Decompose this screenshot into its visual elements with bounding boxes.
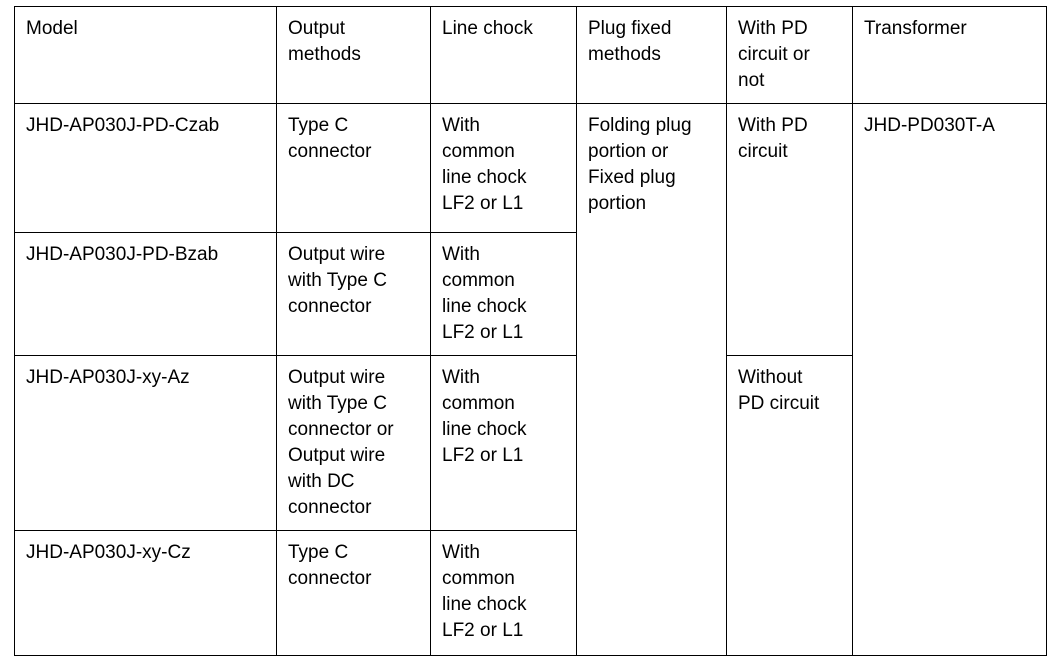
cell-output-methods-value: Output wire with Type C connector or Out… [288,367,394,518]
cell-output-methods: Type C connector [276,103,431,233]
cell-pd-circuit: Without PD circuit [726,355,853,656]
table-header: Model Output methods Line chock Plug fix… [14,6,1047,104]
cell-line-chock: With common line chock LF2 or L1 [430,103,577,233]
cell-line-chock-value: With common line chock LF2 or L1 [442,367,527,466]
cell-output-methods-value: Type C connector [288,115,372,162]
cell-pd-circuit-value: With PD circuit [738,115,808,162]
cell-line-chock-value: With common line chock LF2 or L1 [442,244,527,343]
product-specification-table: Model Output methods Line chock Plug fix… [14,6,1047,656]
table-row: JHD-AP030J-xy-Cz Type C connector With c… [14,530,1047,656]
cell-plug-fixed-methods-value: Folding plug portion or Fixed plug porti… [588,115,692,214]
cell-model-value: JHD-AP030J-PD-Czab [26,115,220,136]
cell-output-methods: Output wire with Type C connector or Out… [276,355,431,531]
cell-output-methods: Type C connector [276,530,431,656]
cell-plug-fixed-methods: Folding plug portion or Fixed plug porti… [576,103,727,656]
cell-output-methods: Output wire with Type C connector [276,232,431,356]
column-header-model: Model [14,6,277,104]
cell-line-chock: With common line chock LF2 or L1 [430,530,577,656]
table-header-row: Model Output methods Line chock Plug fix… [14,6,1047,104]
cell-model: JHD-AP030J-xy-Cz [14,530,277,656]
column-header-transformer-label: Transformer [864,18,967,39]
cell-model: JHD-AP030J-PD-Czab [14,103,277,233]
cell-line-chock: With common line chock LF2 or L1 [430,232,577,356]
cell-line-chock: With common line chock LF2 or L1 [430,355,577,531]
cell-output-methods-value: Output wire with Type C connector [288,244,387,317]
table-row: JHD-AP030J-xy-Az Output wire with Type C… [14,355,1047,656]
table-row: JHD-AP030J-PD-Bzab Output wire with Type… [14,232,1047,356]
cell-pd-circuit-value: Without PD circuit [738,367,820,414]
cell-model: JHD-AP030J-PD-Bzab [14,232,277,356]
cell-pd-circuit: With PD circuit [726,103,853,356]
column-header-output-methods-label: Output methods [288,18,361,65]
cell-model-value: JHD-AP030J-xy-Cz [26,542,191,563]
table-body: JHD-AP030J-PD-Czab Type C connector With… [14,103,1047,656]
cell-model-value: JHD-AP030J-PD-Bzab [26,244,219,265]
column-header-line-chock: Line chock [430,6,577,104]
column-header-line-chock-label: Line chock [442,18,533,39]
column-header-plug-fixed-methods-label: Plug fixed methods [588,18,672,65]
column-header-model-label: Model [26,18,78,39]
table-row: JHD-AP030J-PD-Czab Type C connector With… [14,103,1047,656]
cell-output-methods-value: Type C connector [288,542,372,589]
column-header-output-methods: Output methods [276,6,431,104]
cell-transformer: JHD-PD030T-A [852,103,1047,656]
cell-transformer-value: JHD-PD030T-A [864,115,995,136]
cell-model-value: JHD-AP030J-xy-Az [26,367,190,388]
cell-line-chock-value: With common line chock LF2 or L1 [442,115,527,214]
cell-model: JHD-AP030J-xy-Az [14,355,277,531]
cell-line-chock-value: With common line chock LF2 or L1 [442,542,527,641]
column-header-transformer: Transformer [852,6,1047,104]
column-header-pd-circuit: With PD circuit or not [726,6,853,104]
column-header-plug-fixed-methods: Plug fixed methods [576,6,727,104]
column-header-pd-circuit-label: With PD circuit or not [738,18,810,91]
